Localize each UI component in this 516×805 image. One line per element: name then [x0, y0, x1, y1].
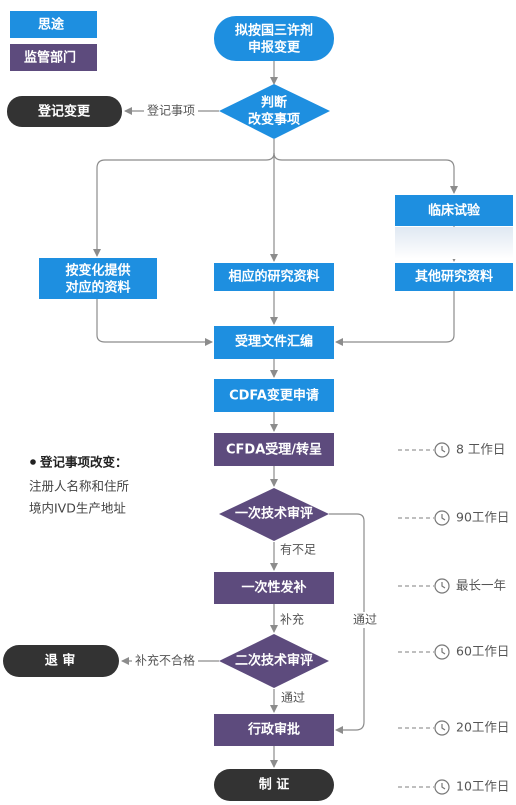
- node-approve: 行政审批: [214, 714, 334, 746]
- timeline-certificate: 10工作日: [398, 779, 509, 795]
- timeline-approve: 20工作日: [398, 720, 509, 736]
- node-compile-label: 受理文件汇编: [235, 334, 313, 350]
- node-provide-info-line1: 按变化提供: [65, 263, 130, 279]
- edge-label-pass-side: 通过: [353, 613, 377, 627]
- node-reject: 退 审: [3, 645, 119, 677]
- node-supplement1: 一次性发补: [214, 572, 334, 604]
- note-line-2: 境内IVD生产地址: [29, 501, 126, 516]
- edge-judge-provide: [93, 152, 275, 257]
- node-cdfa-apply-label: CDFA变更申请: [229, 388, 319, 404]
- node-start-line1: 拟按国三许剂: [235, 23, 313, 39]
- timeline-cfda-accept: 8 工作日: [398, 442, 505, 458]
- clock-icon: [434, 720, 450, 736]
- timeline-review2: 60工作日: [398, 644, 509, 660]
- node-cfda-accept: CFDA受理/转呈: [214, 433, 334, 466]
- clock-icon: [434, 779, 450, 795]
- clock-icon: [434, 578, 450, 594]
- node-start-line2: 申报变更: [248, 40, 301, 56]
- node-supplement1-label: 一次性发补: [241, 580, 306, 596]
- edge-other-compile: [335, 291, 455, 346]
- clock-icon: [434, 510, 450, 526]
- timeline-supplement1-label: 最长一年: [456, 578, 506, 593]
- legend-company-label: 思途: [38, 17, 65, 33]
- node-start: 拟按国三许剂 申报变更: [214, 16, 334, 61]
- edge-label-reg-item: 登记事项: [147, 103, 195, 118]
- clock-icon: [434, 644, 450, 660]
- edge-judge-clinical: [273, 152, 458, 194]
- node-other-research: 其他研究资料: [395, 263, 513, 291]
- legend: 思途 监管部门: [10, 11, 97, 71]
- bullet-icon: [30, 459, 36, 465]
- node-review2: 二次技术审评: [219, 634, 329, 688]
- clock-icon: [434, 442, 450, 458]
- edge-label-supplement: 补充: [280, 612, 304, 627]
- legend-regulator-label: 监管部门: [24, 50, 76, 66]
- timeline-approve-label: 20工作日: [456, 720, 509, 735]
- side-note: 登记事项改变： 注册人名称和住所 境内IVD生产地址: [29, 455, 129, 516]
- edge-label-supplement-fail: 补充不合格: [135, 653, 195, 668]
- node-judge: 判断 改变事项: [219, 84, 330, 139]
- timeline-review1: 90工作日: [398, 510, 509, 526]
- node-reject-label: 退 审: [45, 653, 76, 669]
- edge-provide-compile: [96, 299, 213, 346]
- nodes: 拟按国三许剂 申报变更 判断 改变事项 登记变更 临床试验 按变化提供 对应的资…: [3, 16, 513, 801]
- node-judge-line2: 改变事项: [248, 112, 300, 128]
- note-line-1: 注册人名称和住所: [29, 479, 129, 494]
- edge-label-pass: 通过: [281, 691, 305, 705]
- node-other-research-label: 其他研究资料: [415, 269, 493, 285]
- node-review1: 一次技术审评: [219, 488, 329, 541]
- node-compile: 受理文件汇编: [214, 326, 334, 359]
- node-certificate: 制 证: [214, 769, 334, 801]
- timeline-review1-label: 90工作日: [456, 510, 509, 525]
- node-cdfa-apply: CDFA变更申请: [214, 379, 334, 412]
- node-reg-change: 登记变更: [7, 96, 122, 127]
- node-clinical: 临床试验: [395, 195, 513, 259]
- timeline-certificate-label: 10工作日: [456, 779, 509, 794]
- edge-labels: 登记事项 有不足 补充 通过 补充不合格 通过: [132, 103, 380, 705]
- node-judge-line1: 判断: [261, 95, 287, 111]
- node-provide-info: 按变化提供 对应的资料: [39, 258, 157, 299]
- node-cfda-accept-label: CFDA受理/转呈: [226, 442, 322, 458]
- node-approve-label: 行政审批: [247, 722, 300, 738]
- node-reg-change-label: 登记变更: [37, 104, 91, 120]
- node-clinical-label: 临床试验: [428, 203, 481, 219]
- node-research: 相应的研究资料: [214, 263, 334, 291]
- node-review1-label: 一次技术审评: [235, 506, 313, 522]
- node-provide-info-line2: 对应的资料: [65, 280, 130, 296]
- note-title: 登记事项改变：: [39, 455, 128, 470]
- edge-label-insufficient: 有不足: [280, 543, 316, 557]
- timeline-cfda-accept-label: 8 工作日: [456, 442, 505, 457]
- legend-regulator-swatch: [10, 44, 97, 71]
- timeline-review2-label: 60工作日: [456, 644, 509, 659]
- node-research-label: 相应的研究资料: [228, 269, 319, 285]
- node-certificate-label: 制 证: [259, 777, 290, 793]
- legend-company-swatch: [10, 11, 97, 38]
- node-review2-label: 二次技术审评: [235, 653, 313, 669]
- timeline: 8 工作日 90工作日 最长一年 60工作日: [398, 442, 509, 795]
- timeline-supplement1: 最长一年: [398, 578, 506, 594]
